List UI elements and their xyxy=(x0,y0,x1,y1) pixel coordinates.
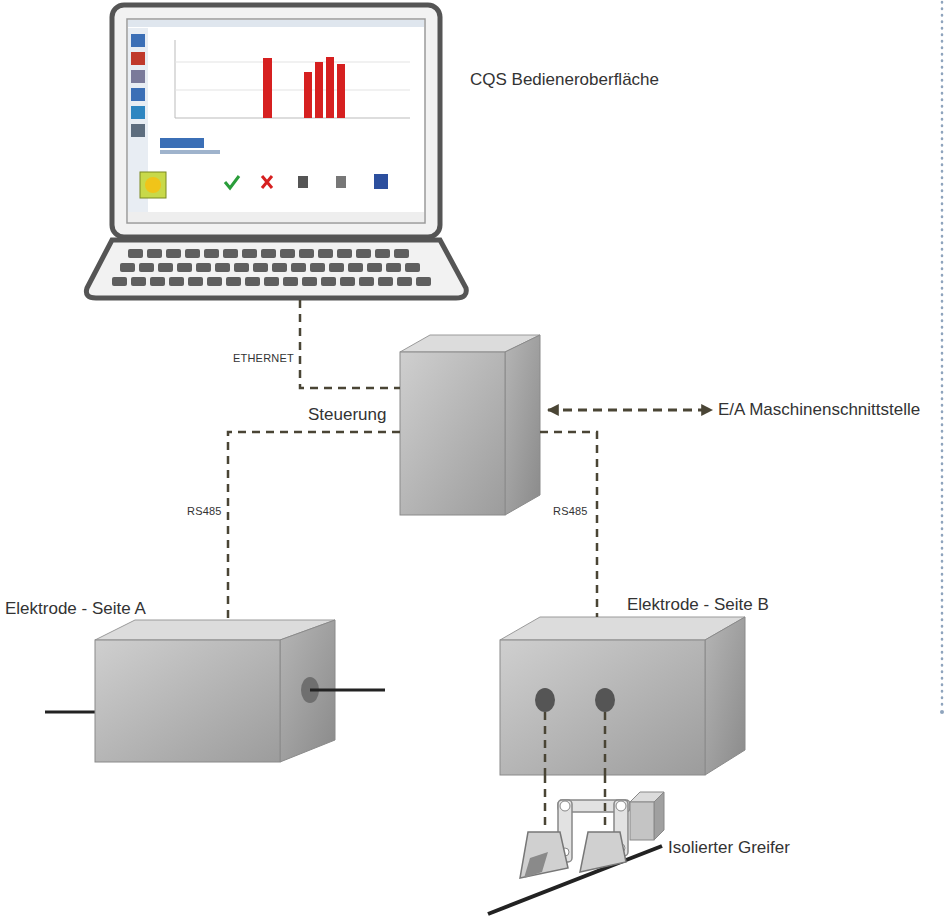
key xyxy=(253,263,268,272)
key xyxy=(378,277,393,286)
key xyxy=(158,263,173,272)
key xyxy=(359,277,374,286)
key xyxy=(242,249,257,258)
key xyxy=(386,263,401,272)
laptop-node: CQS Bedieneroberfläche xyxy=(95,0,460,300)
electrode-node: Elektrode - Seite A xyxy=(45,620,385,762)
cable-connector xyxy=(544,775,547,830)
key xyxy=(207,277,222,286)
key xyxy=(416,277,431,286)
node-title: Isolierter Greifer xyxy=(668,838,790,858)
key xyxy=(139,263,154,272)
key xyxy=(337,249,352,258)
key xyxy=(188,277,203,286)
laptop-illustration xyxy=(86,5,466,298)
key xyxy=(215,263,230,272)
bus-label: RS485 xyxy=(186,505,223,518)
key xyxy=(120,263,135,272)
controller-node: Steuerung xyxy=(400,335,540,515)
key xyxy=(196,263,211,272)
electrode-node: Elektrode - Seite B xyxy=(500,617,745,775)
gripper-node: Isolierter Greifer xyxy=(470,830,660,916)
key xyxy=(394,249,409,258)
node-title: Steuerung xyxy=(308,405,386,425)
key xyxy=(321,277,336,286)
key xyxy=(302,277,317,286)
key xyxy=(177,263,192,272)
io-arrow xyxy=(548,409,712,412)
bus-label: RS485 xyxy=(552,505,589,518)
key xyxy=(280,249,295,258)
key xyxy=(131,277,146,286)
key xyxy=(169,277,184,286)
key xyxy=(405,263,420,272)
rule-end xyxy=(940,710,944,714)
dotted-rule xyxy=(941,2,944,708)
bus-label: ETHERNET xyxy=(232,352,295,365)
key xyxy=(204,249,219,258)
node-title: Elektrode - Seite A xyxy=(5,599,146,619)
key xyxy=(318,249,333,258)
cable-connector xyxy=(604,775,607,830)
key xyxy=(283,277,298,286)
key xyxy=(166,249,181,258)
key xyxy=(310,263,325,272)
key xyxy=(245,277,260,286)
key xyxy=(340,277,355,286)
key xyxy=(356,249,371,258)
key xyxy=(367,263,382,272)
key xyxy=(272,263,287,272)
cable-connector xyxy=(228,432,400,620)
key xyxy=(264,277,279,286)
key xyxy=(226,277,241,286)
key xyxy=(150,277,165,286)
gripper-illustration xyxy=(488,792,664,914)
key xyxy=(299,249,314,258)
cable-connector xyxy=(540,432,597,617)
key xyxy=(185,249,200,258)
node-title: Elektrode - Seite B xyxy=(627,595,769,615)
key xyxy=(348,263,363,272)
node-title: CQS Bedieneroberfläche xyxy=(470,70,659,90)
controller-box xyxy=(400,335,540,515)
key xyxy=(234,263,249,272)
key xyxy=(261,249,276,258)
cable-connector xyxy=(300,300,400,388)
electrode-b-box xyxy=(500,617,745,775)
key xyxy=(147,249,162,258)
key xyxy=(375,249,390,258)
key xyxy=(223,249,238,258)
key xyxy=(128,249,143,258)
key xyxy=(291,263,306,272)
key xyxy=(397,277,412,286)
interface-label: E/A Maschinenschnittstelle xyxy=(718,400,920,420)
electrode-a-box xyxy=(45,620,385,762)
key xyxy=(112,277,127,286)
key xyxy=(329,263,344,272)
